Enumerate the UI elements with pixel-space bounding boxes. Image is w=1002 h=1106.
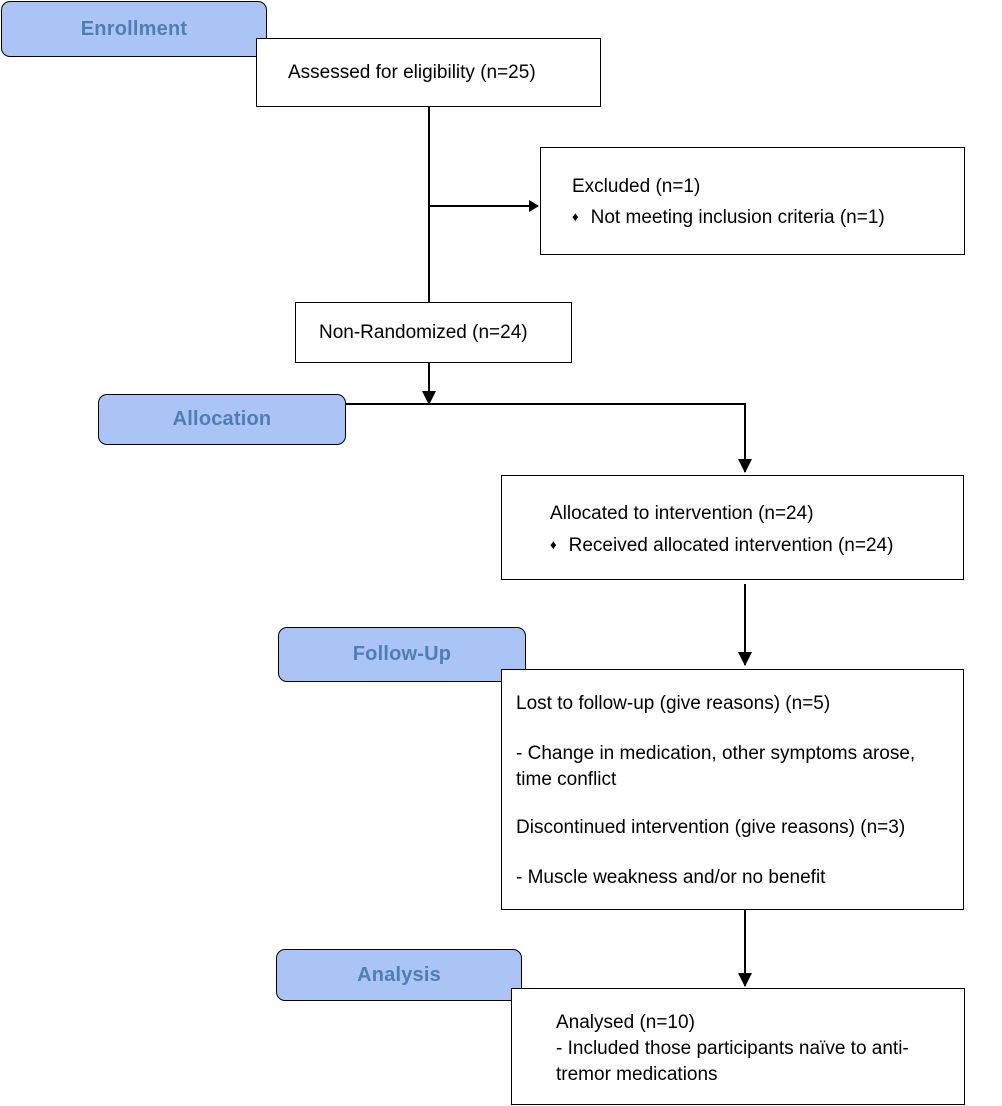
lost-reason-line-1: - Change in medication, other symptoms a… <box>516 743 916 764</box>
excluded-box: Excluded (n=1) ♦ Not meeting inclusion cr… <box>540 147 965 255</box>
non-randomized-box: Non-Randomized (n=24) <box>295 302 572 363</box>
allocated-bullet-row: ♦ Received allocated intervention (n=24) <box>550 533 893 558</box>
stage-analysis-label: Analysis <box>357 963 441 986</box>
stage-allocation-label: Allocation <box>172 408 272 430</box>
assessed-box: Assessed for eligibility (n=25) <box>256 38 601 107</box>
excluded-bullet-row: ♦ Not meeting inclusion criteria (n=1) <box>572 205 885 230</box>
excluded-bullet-text: Not meeting inclusion criteria (n=1) <box>590 207 885 228</box>
diamond-bullet-icon: ♦ <box>550 537 557 552</box>
analysed-line-1: - Included those participants naïve to a… <box>556 1038 909 1059</box>
stage-allocation: Allocation <box>98 394 346 445</box>
follow-up-box: Lost to follow-up (give reasons) (n=5) -… <box>501 669 964 910</box>
discontinued-reason: - Muscle weakness and/or no benefit <box>516 867 826 888</box>
analysed-line-2: tremor medications <box>556 1064 718 1085</box>
non-randomized-text: Non-Randomized (n=24) <box>319 322 528 343</box>
analysed-title: Analysed (n=10) <box>556 1012 695 1033</box>
lost-reason-line-2: time conflict <box>516 769 617 790</box>
stage-follow-up-label: Follow-Up <box>352 643 452 665</box>
allocated-bullet-text: Received allocated intervention (n=24) <box>568 535 894 556</box>
lost-to-follow-up: Lost to follow-up (give reasons) (n=5) <box>516 693 831 714</box>
analysed-box: Analysed (n=10) - Included those partici… <box>511 988 965 1105</box>
assessed-text: Assessed for eligibility (n=25) <box>288 62 536 83</box>
diamond-bullet-icon: ♦ <box>572 209 579 224</box>
allocated-box: Allocated to intervention (n=24) ♦ Receiv… <box>501 475 964 580</box>
stage-enrollment-label: Enrollment <box>80 17 188 40</box>
allocated-title: Allocated to intervention (n=24) <box>550 503 814 524</box>
discontinued-intervention: Discontinued intervention (give reasons)… <box>516 817 906 838</box>
stage-enrollment: Enrollment <box>1 1 267 57</box>
excluded-title: Excluded (n=1) <box>572 176 701 197</box>
stage-follow-up: Follow-Up <box>278 627 526 682</box>
stage-analysis: Analysis <box>276 949 522 1001</box>
